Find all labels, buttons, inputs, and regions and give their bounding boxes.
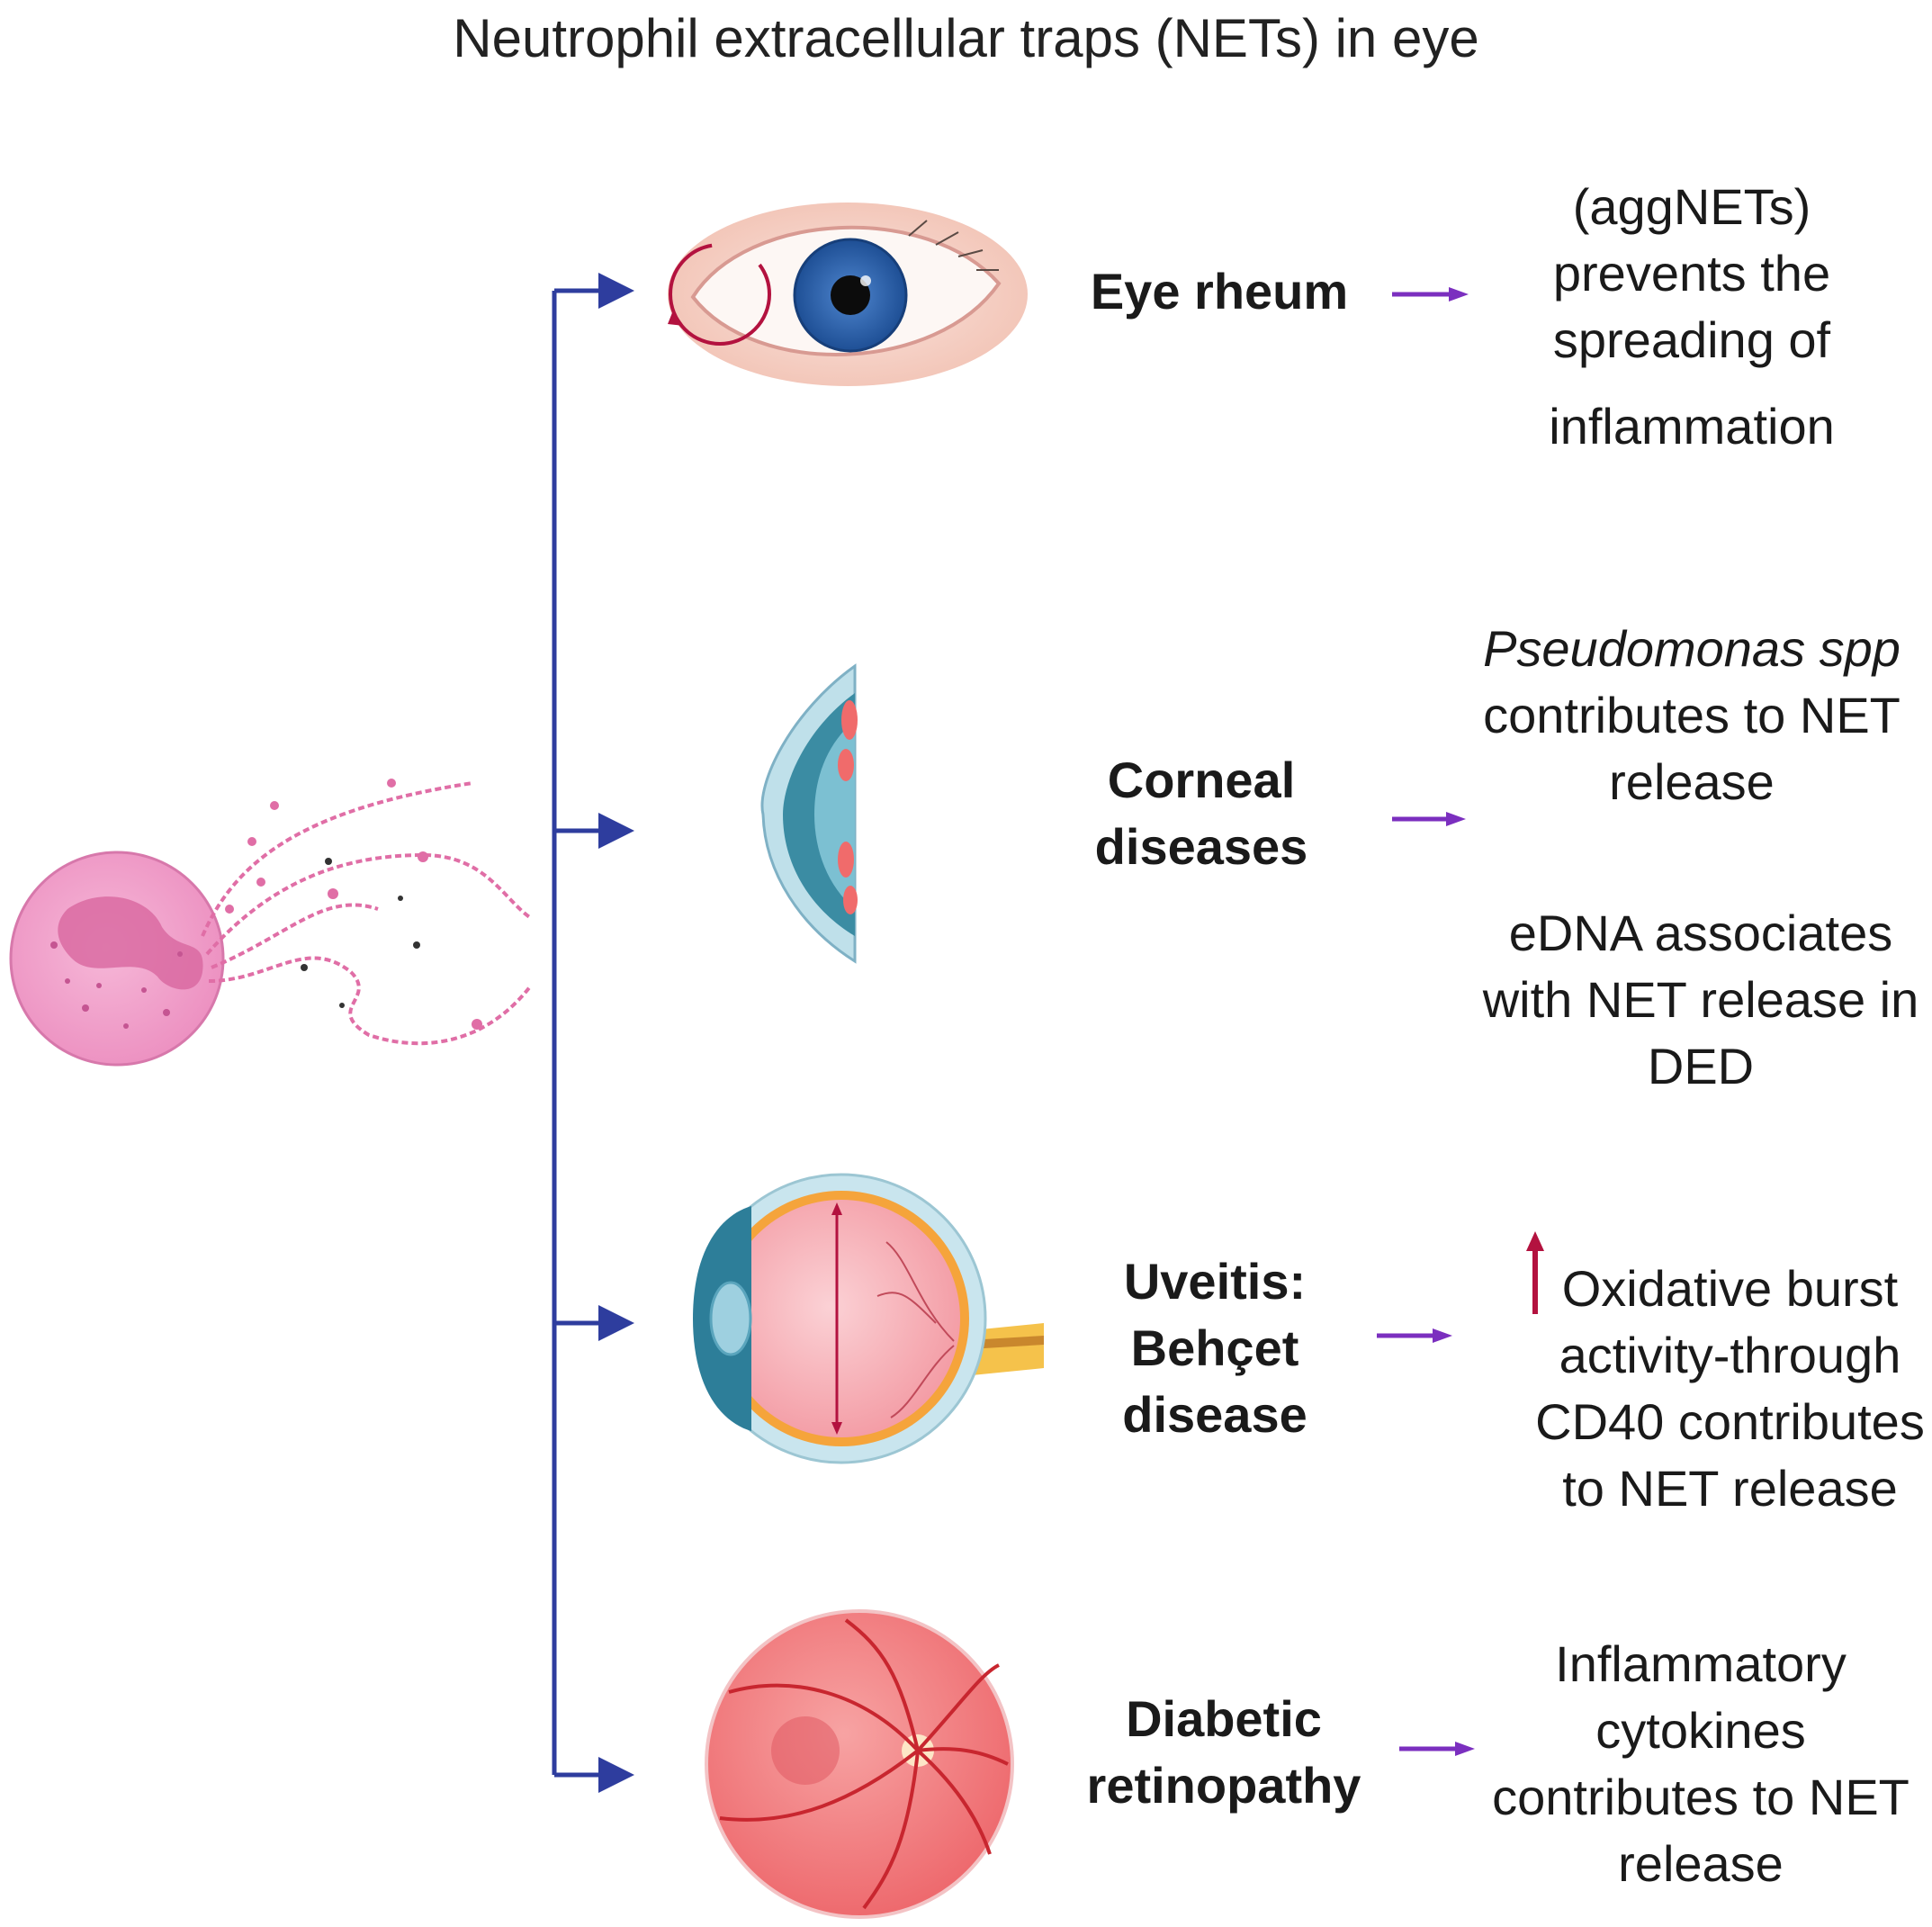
row-description-corneal: Pseudomonas spp contributes to NET relea… xyxy=(1483,620,1901,810)
arrowhead-row3 xyxy=(598,1305,634,1341)
row-label-eye-rheum: Eye rheum xyxy=(1090,263,1349,320)
connector-bracket xyxy=(552,288,601,1778)
cornea-icon xyxy=(760,663,858,964)
arrow-row1 xyxy=(1392,287,1469,302)
arrow-row3 xyxy=(1377,1328,1452,1343)
diagram-title: Neutrophil extracellular traps (NETs) in… xyxy=(453,8,1479,68)
row-label-diabetic-retinopathy: Diabetic retinopathy xyxy=(1086,1690,1361,1814)
row-description-corneal-2: eDNA associates with NET release in DED xyxy=(1482,905,1919,1094)
arrow-row4 xyxy=(1399,1742,1475,1756)
row-label-corneal-diseases: Corneal diseases xyxy=(1094,752,1308,875)
arrowhead-row1 xyxy=(598,273,634,309)
row-description-diabetic: Inflammatory cytokines contributes to NE… xyxy=(1492,1635,1910,1892)
arrowhead-row4 xyxy=(598,1757,634,1793)
retina-fundus-icon xyxy=(705,1609,1014,1919)
arrow-row2 xyxy=(1392,812,1466,826)
eyeball-cross-section-icon xyxy=(693,1173,1044,1464)
neutrophil-icon xyxy=(9,779,533,1067)
row-description-uveitis: Oxidative burst activity-through CD40 co… xyxy=(1535,1260,1925,1517)
up-arrow-icon xyxy=(1526,1231,1544,1314)
arrowhead-row2 xyxy=(598,813,634,849)
eye-icon xyxy=(668,203,1028,386)
row-description-eye-rheum: (aggNETs) prevents the spreading of infl… xyxy=(1549,178,1835,455)
row-label-uveitis: Uveitis: Behçet disease xyxy=(1122,1253,1307,1443)
